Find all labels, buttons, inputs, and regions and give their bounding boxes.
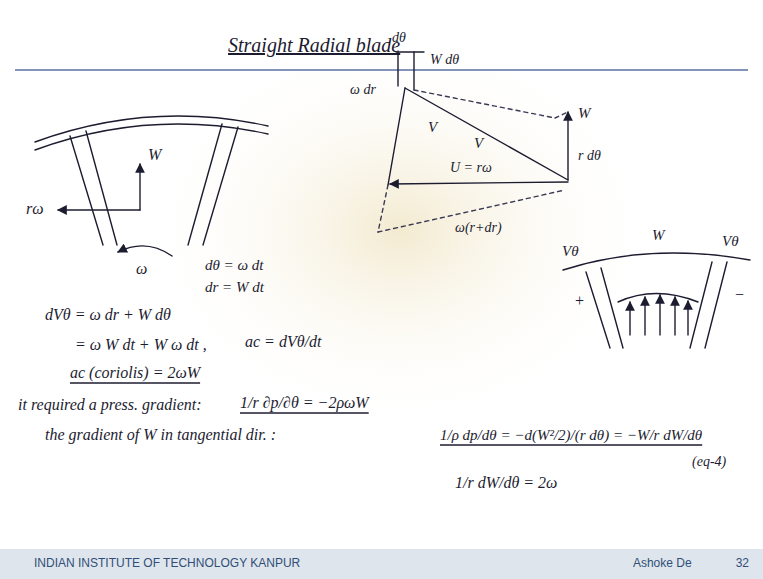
- label-anchor: ac (coriolis) = 2ωW: [70, 364, 200, 382]
- increment-box: [413, 52, 414, 90]
- label-anchor: W: [652, 226, 665, 244]
- increment-box: [396, 51, 424, 52]
- handwritten-note: it required a press. gradient:: [18, 396, 202, 413]
- pressure-arrow: [687, 301, 688, 335]
- handwritten-note: ω dr: [350, 82, 376, 97]
- underline: [70, 382, 200, 383]
- label-anchor: = ω W dt + W ω dt ,: [75, 336, 207, 354]
- pressure-arc: [618, 294, 698, 303]
- handwritten-note: U = rω: [450, 160, 492, 175]
- label-anchor: r dθ: [578, 146, 601, 164]
- dashed-construction: [378, 185, 388, 232]
- handwritten-note: −: [734, 286, 745, 303]
- triangle-side: [405, 88, 568, 180]
- label-anchor: V: [428, 118, 437, 136]
- blade-wall: [70, 136, 103, 245]
- blade-wall: [203, 127, 238, 245]
- label-anchor: 1/ρ dp/dθ = −d(W²/2)/(r dθ) = −W/r dW/dθ: [440, 426, 702, 444]
- dashed-construction: [555, 112, 568, 118]
- blade-wall: [188, 124, 222, 245]
- pressure-arrow: [659, 295, 660, 335]
- label-anchor: +: [574, 292, 585, 310]
- rotation-arrow: [118, 246, 172, 256]
- blade-wall: [601, 268, 623, 348]
- handwritten-note: rω: [26, 200, 44, 217]
- label-anchor: dθ: [392, 28, 406, 46]
- title-anchor: Straight Radial blade: [228, 34, 400, 57]
- label-anchor: dθ = ω dt: [205, 256, 264, 274]
- handwritten-note: ac (coriolis) = 2ωW: [70, 364, 200, 381]
- label-anchor: dVθ = ω dr + W dθ: [45, 306, 171, 324]
- increment-box: [397, 52, 398, 86]
- handwritten-note: = ω W dt + W ω dt ,: [75, 336, 207, 353]
- handwritten-note: dr = W dt: [205, 279, 264, 295]
- pressure-arrow: [629, 302, 630, 335]
- handwritten-note: +: [574, 292, 585, 309]
- triangle-side: [388, 88, 405, 185]
- label-anchor: ac = dVθ/dt: [245, 333, 321, 351]
- label-anchor: 1/r ∂p/∂θ = −2ρωW: [240, 394, 369, 412]
- handwritten-note: W: [148, 146, 161, 163]
- handwritten-note: dθ = ω dt: [205, 257, 264, 273]
- label-anchor: 1/r dW/dθ = 2ω: [455, 474, 557, 492]
- handwritten-note: ω: [136, 260, 147, 277]
- velocity-arrow: [139, 164, 140, 210]
- label-anchor: Vθ: [722, 232, 739, 250]
- label-anchor: Vθ: [562, 242, 579, 260]
- pressure-arrow: [644, 297, 645, 335]
- handwritten-note: W dθ: [430, 52, 459, 67]
- rotor-arc: [563, 253, 750, 270]
- handwritten-note: dVθ = ω dr + W dθ: [45, 306, 171, 323]
- label-anchor: rω: [26, 200, 44, 218]
- slide-title: Straight Radial blade: [228, 34, 400, 56]
- handwritten-note: ac = dVθ/dt: [245, 333, 321, 350]
- footer-text: 32: [736, 557, 749, 571]
- underline: [440, 444, 702, 445]
- handwritten-note: 1/r ∂p/∂θ = −2ρωW: [240, 394, 369, 411]
- label-anchor: V: [474, 134, 483, 152]
- header-rule: [15, 69, 748, 71]
- handwritten-note: V: [428, 119, 437, 135]
- handwritten-note: Vθ: [562, 243, 579, 259]
- dashed-construction: [414, 90, 555, 118]
- label-anchor: U = rω: [450, 158, 492, 176]
- label-anchor: ω dr: [350, 80, 376, 98]
- underline: [240, 412, 369, 413]
- handwritten-note: V: [474, 135, 483, 151]
- label-anchor: ω: [136, 260, 147, 278]
- handwritten-note: 1/ρ dp/dθ = −d(W²/2)/(r dθ) = −W/r dW/dθ: [440, 427, 702, 443]
- handwritten-note: dθ: [392, 30, 406, 45]
- label-anchor: −: [734, 286, 745, 304]
- footer-text: INDIAN INSTITUTE OF TECHNOLOGY KANPUR: [34, 557, 300, 571]
- label-anchor: it required a press. gradient:: [18, 396, 202, 414]
- label-anchor: W: [578, 104, 591, 122]
- projector-glow: [140, 30, 660, 430]
- blade-wall: [586, 272, 610, 348]
- handwritten-note: ω(r+dr): [455, 220, 502, 235]
- label-anchor: W dθ: [430, 50, 459, 68]
- label-anchor: ω(r+dr): [455, 218, 502, 236]
- handwritten-note: 1/r dW/dθ = 2ω: [455, 474, 557, 491]
- blade-wall: [705, 262, 727, 348]
- pressure-arrow: [674, 297, 675, 335]
- label-anchor: the gradient of W in tangential dir. :: [45, 426, 276, 444]
- footer-text: Ashoke De: [633, 557, 692, 571]
- handwritten-note: the gradient of W in tangential dir. :: [45, 426, 276, 443]
- blade-wall: [86, 131, 117, 245]
- blade-speed-arrow: [390, 182, 568, 184]
- handwritten-note: W: [652, 227, 665, 243]
- label-anchor: W: [148, 146, 161, 164]
- label-anchor: (eq-4): [692, 452, 726, 470]
- footer-band: INDIAN INSTITUTE OF TECHNOLOGY KANPUR Ash…: [0, 549, 763, 579]
- handwritten-note: W: [578, 105, 591, 121]
- relative-velocity-arrow: [567, 112, 568, 180]
- handwritten-note: Vθ: [722, 233, 739, 249]
- label-anchor: dr = W dt: [205, 278, 264, 296]
- handwritten-note: (eq-4): [692, 454, 726, 469]
- velocity-arrow: [58, 209, 140, 210]
- handwritten-note: r dθ: [578, 148, 601, 163]
